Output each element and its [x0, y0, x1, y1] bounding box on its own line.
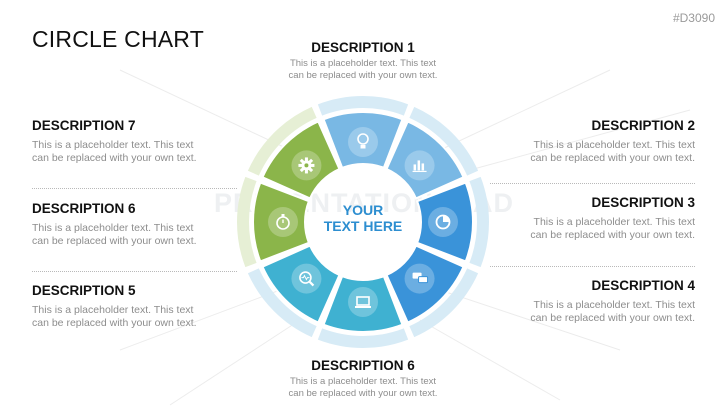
lightbulb-icon	[348, 127, 378, 157]
magnifier-pulse-icon	[291, 263, 322, 294]
outer-ring	[237, 96, 490, 348]
pointer-line	[439, 289, 621, 351]
segment-1	[322, 111, 404, 170]
segment-2	[385, 120, 465, 200]
center-text-line2: TEXT HERE	[324, 218, 403, 234]
segment-6	[261, 244, 341, 324]
pointer-line	[439, 69, 611, 151]
pointer-line	[119, 289, 281, 351]
segment-7	[252, 181, 311, 263]
description-7-title: DESCRIPTION 7	[32, 118, 136, 133]
pointer-line	[169, 319, 301, 406]
description-5: DESCRIPTION 5 This is a placeholder text…	[32, 283, 242, 330]
outer-ring-arc	[247, 268, 317, 338]
description-4-title: DESCRIPTION 4	[591, 278, 695, 293]
description-6: DESCRIPTION 6 This is a placeholder text…	[32, 201, 242, 248]
gear-icon	[291, 150, 322, 181]
divider-right-1	[490, 183, 695, 184]
pointer-line	[419, 319, 561, 401]
description-4-text: This is a placeholder text. This text ca…	[530, 299, 695, 324]
outer-ring-arc	[409, 268, 479, 338]
description-5-text: This is a placeholder text. This text ca…	[32, 304, 197, 329]
description-7: DESCRIPTION 7 This is a placeholder text…	[32, 118, 242, 165]
outer-ring-arc	[469, 176, 490, 268]
slide-title: CIRCLE CHART	[32, 26, 204, 52]
description-6-bottom: DESCRIPTION 6 This is a placeholder text…	[263, 358, 463, 400]
description-2-text: This is a placeholder text. This text ca…	[530, 139, 695, 164]
description-6-title: DESCRIPTION 6	[32, 201, 136, 216]
stopwatch-icon	[268, 207, 298, 237]
description-7-text: This is a placeholder text. This text ca…	[32, 139, 197, 164]
description-3-title: DESCRIPTION 3	[591, 195, 695, 210]
description-6-bottom-text: This is a placeholder text. This text ca…	[288, 376, 438, 399]
description-3: DESCRIPTION 3 This is a placeholder text…	[485, 195, 695, 242]
description-2-title: DESCRIPTION 2	[591, 118, 695, 133]
outer-ring-arc	[247, 106, 317, 176]
description-6-text: This is a placeholder text. This text ca…	[32, 222, 197, 247]
divider-left-2	[32, 271, 237, 272]
chat-bubbles-icon	[404, 263, 435, 294]
divider-left-1	[32, 188, 237, 189]
pointer-lines	[119, 69, 691, 406]
description-3-text: This is a placeholder text. This text ca…	[530, 216, 695, 241]
pie-chart-icon	[428, 207, 458, 237]
divider-right-2	[490, 266, 695, 267]
description-1-text: This is a placeholder text. This text ca…	[288, 58, 438, 81]
description-4: DESCRIPTION 4 This is a placeholder text…	[485, 278, 695, 325]
description-6-bottom-title: DESCRIPTION 6	[311, 358, 415, 373]
bar-chart-icon	[404, 150, 435, 181]
segment-4	[385, 244, 465, 324]
laptop-icon	[348, 287, 378, 317]
pointer-line	[119, 69, 291, 151]
segments	[252, 111, 474, 333]
outer-ring-arc	[237, 176, 257, 268]
outer-ring-arc	[409, 106, 479, 176]
icons	[268, 127, 458, 317]
pointer-line	[469, 109, 691, 171]
outer-ring-arc	[317, 96, 409, 116]
description-5-title: DESCRIPTION 5	[32, 283, 136, 298]
slide-code: #D3090	[672, 11, 715, 25]
description-1: DESCRIPTION 1 This is a placeholder text…	[263, 40, 463, 82]
center-text-line1: YOUR	[343, 202, 383, 218]
description-1-title: DESCRIPTION 1	[311, 40, 415, 55]
description-2: DESCRIPTION 2 This is a placeholder text…	[485, 118, 695, 165]
segment-5	[322, 274, 404, 333]
outer-ring-arc	[317, 328, 409, 348]
